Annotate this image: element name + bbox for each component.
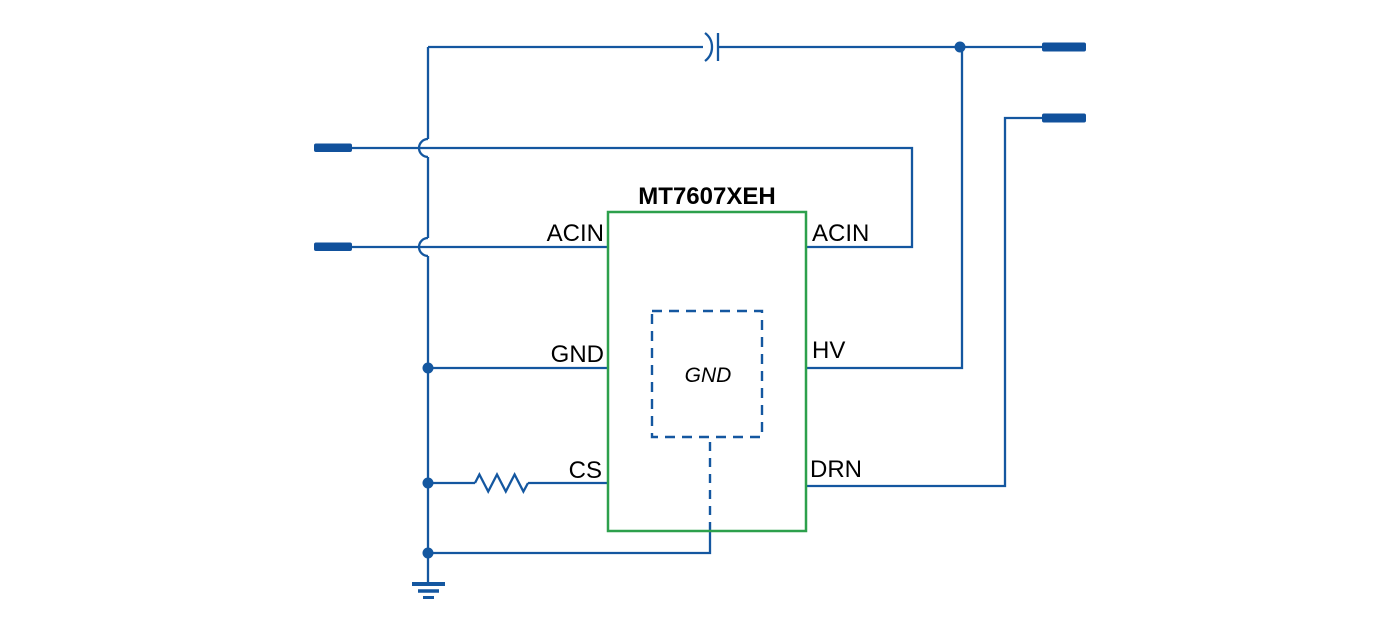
pin-label-cs: CS [569,457,602,484]
terminal-bar-ac-line1 [314,143,352,152]
earth-ground-icon [412,582,445,599]
drn-wire [806,116,1042,488]
top-capacitor-wire [428,32,1042,62]
junction-dot-icon [422,362,434,374]
wire-segment [806,116,1042,488]
junction-dot-icon [422,547,434,559]
chip-name-label: MT7607XEH [638,183,775,210]
ground-return-wire [422,437,712,559]
pin-label-hv: HV [812,337,845,364]
pin-label-acin-left: ACIN [547,220,604,247]
internal-gnd-label: GND [685,364,732,387]
junction-dot-icon [422,477,434,489]
capacitor-icon [704,32,720,62]
terminal-bar-mid-right [1042,113,1086,123]
pin-label-gnd: GND [551,341,604,368]
wire-segment [806,47,964,370]
hv-wire [806,47,964,370]
resistor-icon [473,471,530,495]
capacitor-curved-plate [704,32,714,62]
terminal-bar-ac-line2 [314,242,352,251]
gnd-pin-wire [422,362,608,374]
ac-line1-wire [352,146,914,249]
chip-internal-gnd-pad [650,309,764,439]
wire-segment [428,531,712,555]
cs-resistor-wire [422,471,608,495]
chip-outline [606,210,808,533]
terminal-bar-top-right [1042,42,1086,52]
pin-label-acin-right: ACIN [812,220,869,247]
pin-label-drn: DRN [810,456,862,483]
main-bus-wire [417,47,430,583]
wire-segment [352,146,914,249]
junction-dot-icon [954,41,966,53]
